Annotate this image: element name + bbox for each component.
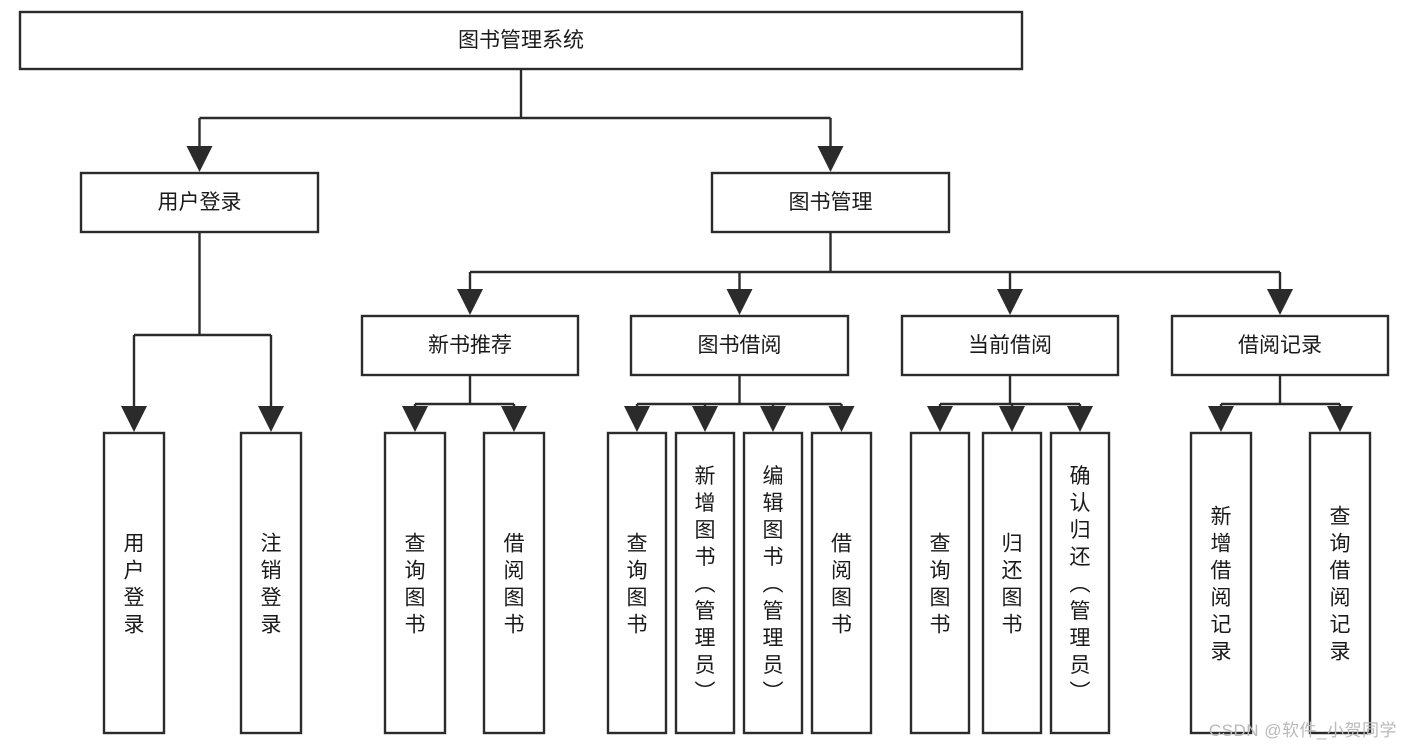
node-box-leaf-user-login[interactable] (102, 431, 166, 735)
node-leaf-borrow-book-2[interactable]: 借阅图书 (810, 431, 873, 735)
node-label-leaf-edit-book-admin: 编辑图书︵管理员︶ (763, 465, 784, 704)
node-label-leaf-borrow-book-1: 借阅图书 (504, 532, 525, 636)
node-box-leaf-query-book-1[interactable] (383, 431, 447, 735)
node-box-leaf-query-borrow-record[interactable] (1308, 431, 1372, 735)
node-leaf-query-borrow-record[interactable]: 查询借阅记录 (1308, 431, 1372, 735)
node-current-borrow[interactable]: 当前借阅 (900, 314, 1120, 377)
edge-group-borrow-record (1208, 375, 1353, 432)
node-label-leaf-query-book-2: 查询图书 (627, 532, 648, 636)
node-box-leaf-add-borrow-record[interactable] (1189, 431, 1253, 735)
node-leaf-add-borrow-record[interactable]: 新增借阅记录 (1189, 431, 1253, 735)
node-book-borrow[interactable]: 图书借阅 (629, 314, 850, 377)
node-leaf-return-book[interactable]: 归还图书 (981, 431, 1043, 735)
edge-group-book-manage (457, 232, 1293, 315)
node-leaf-query-book-2[interactable]: 查询图书 (606, 431, 668, 735)
node-leaf-user-login[interactable]: 用户登录 (102, 431, 166, 735)
node-box-book-borrow[interactable] (629, 314, 850, 377)
node-leaf-borrow-book-1[interactable]: 借阅图书 (482, 431, 546, 735)
node-box-borrow-record[interactable] (1170, 314, 1390, 377)
node-borrow-record[interactable]: 借阅记录 (1170, 314, 1390, 377)
node-leaf-edit-book-admin[interactable]: 编辑图书︵管理员︶ (742, 431, 804, 735)
node-layer: 图书管理系统用户登录图书管理新书推荐图书借阅当前借阅借阅记录用户登录注销登录查询… (18, 10, 1390, 735)
node-root[interactable]: 图书管理系统 (18, 10, 1024, 71)
edge-group-root (186, 69, 844, 172)
node-label-borrow-record: 借阅记录 (1238, 334, 1322, 357)
node-box-new-book-recommend[interactable] (360, 314, 580, 377)
node-label-leaf-query-borrow-record: 查询借阅记录 (1330, 505, 1351, 663)
node-label-leaf-borrow-book-2: 借阅图书 (831, 532, 852, 636)
node-leaf-confirm-return-admin[interactable]: 确认归还︵管理员︶ (1049, 431, 1111, 735)
node-label-leaf-query-book-3: 查询图书 (930, 532, 951, 636)
node-label-leaf-user-login: 用户登录 (124, 532, 145, 636)
node-label-leaf-confirm-return-admin: 确认归还︵管理员︶ (1070, 465, 1091, 704)
node-new-book-recommend[interactable]: 新书推荐 (360, 314, 580, 377)
edge-group-current-borrow (927, 375, 1093, 432)
edge-group-user-login (121, 232, 284, 432)
node-label-leaf-add-book-admin: 新增图书︵管理员︶ (695, 465, 716, 704)
node-user-login[interactable]: 用户登录 (79, 171, 320, 234)
node-box-root[interactable] (18, 10, 1024, 71)
edge-group-new-book-recommend (402, 375, 527, 432)
node-box-leaf-edit-book-admin[interactable] (742, 431, 804, 735)
node-leaf-add-book-admin[interactable]: 新增图书︵管理员︶ (674, 431, 736, 735)
edge-group-book-borrow (624, 375, 855, 432)
node-label-leaf-return-book: 归还图书 (1002, 532, 1023, 636)
node-leaf-query-book-1[interactable]: 查询图书 (383, 431, 447, 735)
node-label-user-login: 用户登录 (158, 191, 242, 214)
node-box-leaf-confirm-return-admin[interactable] (1049, 431, 1111, 735)
node-box-current-borrow[interactable] (900, 314, 1120, 377)
node-label-root: 图书管理系统 (458, 29, 584, 52)
node-leaf-query-book-3[interactable]: 查询图书 (909, 431, 971, 735)
node-box-leaf-query-book-3[interactable] (909, 431, 971, 735)
node-box-leaf-borrow-book-1[interactable] (482, 431, 546, 735)
node-label-book-manage: 图书管理 (789, 191, 873, 214)
node-book-manage[interactable]: 图书管理 (710, 171, 951, 234)
node-label-leaf-query-book-1: 查询图书 (405, 532, 426, 636)
node-label-leaf-logout: 注销登录 (261, 532, 282, 636)
node-leaf-logout[interactable]: 注销登录 (239, 431, 303, 735)
node-box-leaf-add-book-admin[interactable] (674, 431, 736, 735)
node-box-leaf-return-book[interactable] (981, 431, 1043, 735)
node-box-leaf-query-book-2[interactable] (606, 431, 668, 735)
node-label-leaf-add-borrow-record: 新增借阅记录 (1211, 505, 1232, 663)
node-box-leaf-logout[interactable] (239, 431, 303, 735)
node-label-current-borrow: 当前借阅 (968, 334, 1052, 357)
node-box-user-login[interactable] (79, 171, 320, 234)
connector-layer (121, 69, 1353, 432)
node-label-book-borrow: 图书借阅 (698, 334, 782, 357)
node-box-leaf-borrow-book-2[interactable] (810, 431, 873, 735)
node-box-book-manage[interactable] (710, 171, 951, 234)
node-label-new-book-recommend: 新书推荐 (428, 334, 512, 357)
